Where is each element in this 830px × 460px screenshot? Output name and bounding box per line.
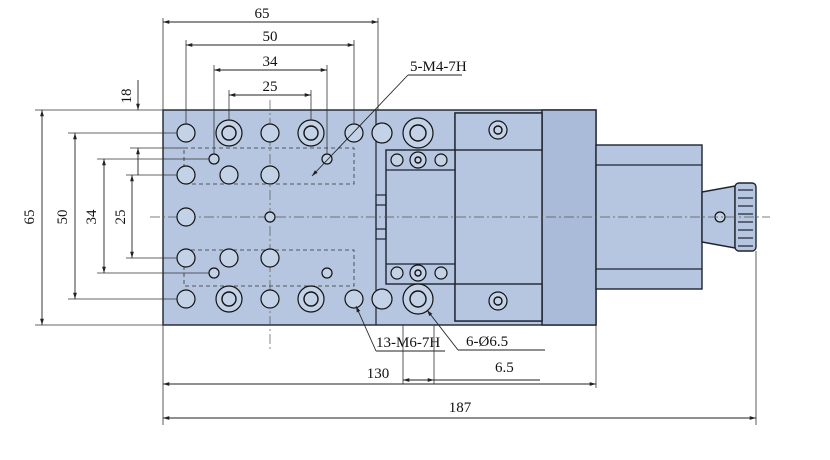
dim-left-18: 18 [119,89,135,104]
m6-hole [176,123,196,143]
m4-hole [208,267,220,279]
counterbore-hole-inner [221,291,237,307]
dim-left-65: 65 [22,210,38,225]
slot-hole [434,266,448,280]
slot-hole [390,153,404,167]
dim-top-34: 34 [263,54,279,70]
callout-holes-6-5: 6-Ø6.5 [466,334,508,350]
m4-hole [321,153,333,165]
dim-top-50: 50 [263,29,278,45]
left-dimensions: 65 50 34 25 18 [22,80,209,326]
counterbore-hole-inner [303,291,319,307]
m6-hole [219,248,239,268]
counterbore-hole-inner [303,125,319,141]
dim-top-65: 65 [255,6,270,22]
slot-hole-inner [414,269,422,277]
slot-hole [434,153,448,167]
edge-hole [371,122,393,144]
carriage-hole-inner [493,125,503,135]
dim-left-34: 34 [84,209,100,225]
m6-hole [260,248,280,268]
through-hole-6-5-inner [409,290,427,308]
m4-hole [208,153,220,165]
m6-hole [260,165,280,185]
m4-hole [264,211,276,223]
m6-hole [176,165,196,185]
m6-hole [176,207,196,227]
dim-pitch-6-5: 6.5 [495,360,514,376]
m6-hole [344,289,364,309]
top-dimensions: 65 50 34 25 [162,6,379,154]
through-hole-6-5-inner [409,124,427,142]
dim-bottom-130: 130 [367,366,390,382]
callout-m6: 13-M6-7H [376,335,440,351]
m6-hole [344,123,364,143]
callouts: 5-M4-7H 13-M6-7H 6-Ø6.5 6.5 [311,59,545,384]
callout-m4: 5-M4-7H [410,59,467,75]
m4-hole [321,267,333,279]
m6-hole [260,289,280,309]
dim-left-50: 50 [55,210,71,225]
m6-hole [260,123,280,143]
carriage-hole-inner [493,296,503,306]
edge-hole [371,288,393,310]
slot-hole [390,266,404,280]
stage-body [162,109,757,326]
m6-hole [219,165,239,185]
dim-top-25: 25 [263,79,278,95]
m6-hole [176,289,196,309]
dim-bottom-187: 187 [449,400,472,416]
bottom-dimensions: 130 187 [162,251,757,425]
m6-hole [176,248,196,268]
counterbore-hole-inner [221,125,237,141]
slot-hole-inner [414,156,422,164]
side-block [541,109,597,326]
dim-left-25: 25 [113,210,129,225]
hole-pattern [176,117,508,315]
